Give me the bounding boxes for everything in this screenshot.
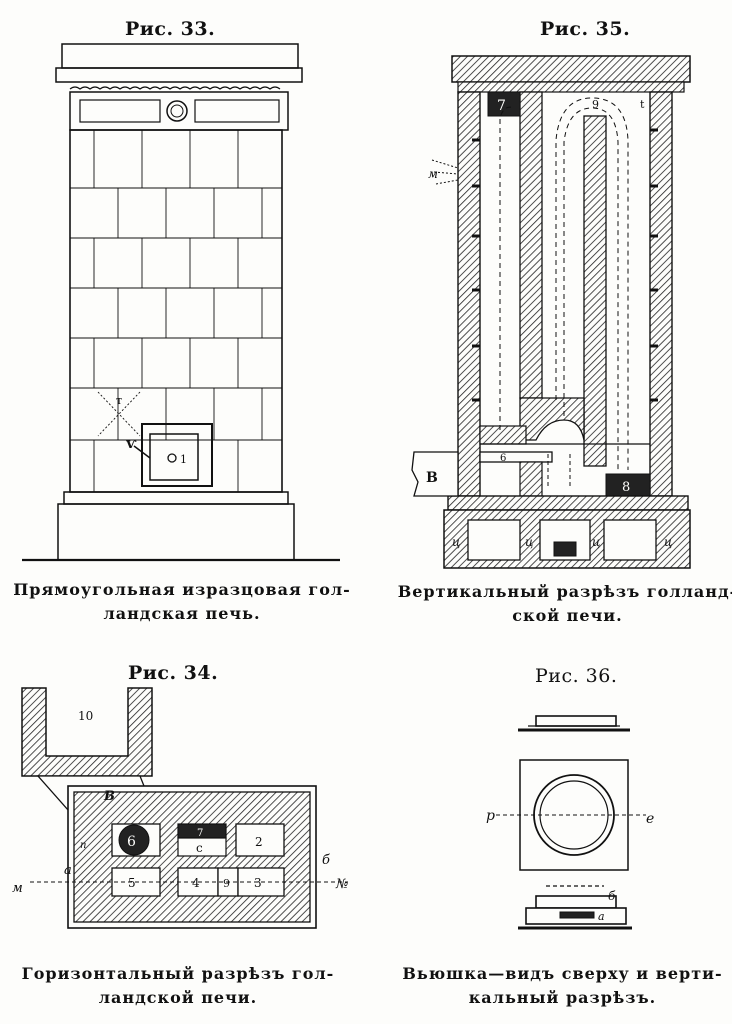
fig34-label-b: В (103, 789, 115, 804)
fig34-chamber-c (177, 837, 227, 857)
fig35-arch (519, 397, 585, 441)
fig36-label-p: р (486, 808, 495, 824)
fig35-title: Рис. 35. (540, 18, 631, 40)
fig34-label-a: а (64, 863, 72, 878)
fig35-caption-line1: Вертикальный разрѣзъ голланд- (397, 582, 732, 601)
fig35-left-partition (519, 91, 543, 399)
fig33-base (57, 503, 295, 561)
fig33-frieze-panel-left (79, 99, 161, 123)
fig35-caption: Вертикальный разрѣзъ голланд- ской печи. (395, 580, 732, 628)
fig33-label-1: 1 (180, 453, 187, 466)
fig34-label-3: 3 (254, 876, 262, 890)
fig33-caption-line1: Прямоугольная изразцовая гол- (13, 580, 351, 599)
fig33-caption: Прямоугольная изразцовая гол- ландская п… (12, 578, 352, 626)
fig34-label-n: п (80, 840, 86, 851)
fig33-cornice-band (55, 67, 303, 83)
fig35-ash-box (553, 541, 577, 557)
fig33-body (69, 129, 283, 493)
fig35-vent-1 (467, 519, 521, 561)
fig34-label-10: 10 (78, 709, 93, 723)
fig36-labels: р е б а (486, 808, 654, 923)
fig34-label-c: с (196, 841, 203, 855)
fig33-label-t: т (116, 394, 122, 407)
fig35-wall-ties (472, 128, 658, 402)
fig35-vertical-section (411, 55, 691, 569)
fig35-draft-arrows (431, 159, 459, 185)
fig33-caption-line2: ландская печь. (103, 604, 261, 623)
fig36-caption-line2: кальный разрѣзъ. (468, 988, 657, 1007)
fig35-labels: 7 9 t м В 6 8 ц ц ц ц (426, 98, 672, 549)
fig34-wall-mass (73, 791, 311, 923)
fig34-caption: Горизонтальный разрѣзъ гол- ландской печ… (8, 962, 348, 1010)
fig36-top-view-lid (535, 715, 617, 727)
fig35-top-slab (451, 55, 691, 83)
fig35-label-m: м (428, 167, 438, 181)
fig34-label-4: 4 (192, 876, 200, 890)
fig33-base-plinth (63, 491, 289, 505)
fig33-tile-grid (70, 130, 282, 492)
fig33-door-knob (167, 453, 177, 463)
fig34-chamber-2 (235, 823, 285, 857)
fig35-block-7 (487, 91, 521, 117)
fig33-cornice-top (61, 43, 299, 69)
fig33-title: Рис. 33. (125, 18, 216, 40)
fig35-right-partition (583, 115, 607, 467)
fig36-section-cap (535, 895, 617, 909)
fig36-label-b: б (608, 889, 616, 903)
fig36-caption: Вьюшка—видъ сверху и верти- кальный разр… (395, 962, 730, 1010)
fig34-label-9: 9 (223, 877, 230, 890)
fig35-base-ledge (447, 495, 689, 511)
fig33-stove-elevation (22, 43, 340, 562)
fig35-hearth-slab (479, 425, 527, 445)
fig36-label-e: е (646, 811, 654, 827)
fig35-vent-3 (603, 519, 657, 561)
fig35-left-wall (457, 91, 481, 497)
fig36-title: Рис. 36. (535, 665, 618, 687)
fig34-caption-line2: ландской печи. (98, 988, 258, 1007)
fig35-label-t: t (640, 98, 645, 111)
fig35-label-7: 7 (497, 98, 506, 114)
fig35-right-wall (649, 91, 673, 497)
fig33-firebox-door (149, 433, 199, 481)
fig36-label-a: а (598, 910, 605, 923)
fig34-label-6: 6 (127, 834, 136, 850)
fig34-label-2: 2 (255, 835, 263, 849)
fig35-grate-plate (479, 451, 553, 463)
fig33-firebox-door-frame (141, 423, 213, 487)
fig35-label-u3: ц (592, 535, 600, 549)
fig36-caption-line1: Вьюшка—видъ сверху и верти- (402, 964, 723, 983)
fig34-label-m: м (12, 881, 23, 896)
fig34-circle-6 (118, 824, 150, 856)
fig35-ash-wall (519, 461, 543, 497)
fig35-label-6: 6 (500, 453, 506, 464)
fig34-label-5: 5 (128, 876, 136, 890)
fig35-side-wall-b (411, 451, 459, 497)
fig34-labels: 10 В 6 7 с 2 5 4 9 3 а б м № п (12, 709, 348, 896)
fig34-label-bb: б (322, 853, 330, 868)
fig35-label-8: 8 (622, 480, 630, 495)
fig35-label-u4: ц (664, 535, 672, 549)
fig36-section-valve (559, 911, 595, 919)
fig35-top-slab-inner (457, 81, 685, 93)
fig33-label-v: ѵ (126, 436, 137, 452)
fig35-label-b: В (426, 470, 438, 486)
fig34-caption-line1: Горизонтальный разрѣзъ гол- (21, 964, 335, 983)
fig36-damper (496, 715, 646, 930)
fig33-cornice-bead (69, 86, 281, 90)
fig33-frieze-panel-right (194, 99, 280, 123)
fig35-caption-line2: ской печи. (512, 606, 623, 625)
fig35-label-u2: ц (525, 535, 533, 549)
fig34-horizontal-section (21, 687, 348, 929)
fig34-title: Рис. 34. (128, 662, 219, 684)
fig33-frieze (69, 91, 289, 131)
fig35-label-u1: ц (452, 535, 460, 549)
fig35-label-9: 9 (592, 98, 599, 111)
fig34-u-wall (21, 687, 153, 777)
fig34-label-no: № (335, 877, 348, 892)
fig33-frieze-rosette (166, 100, 188, 122)
fig34-label-7: 7 (197, 828, 203, 839)
